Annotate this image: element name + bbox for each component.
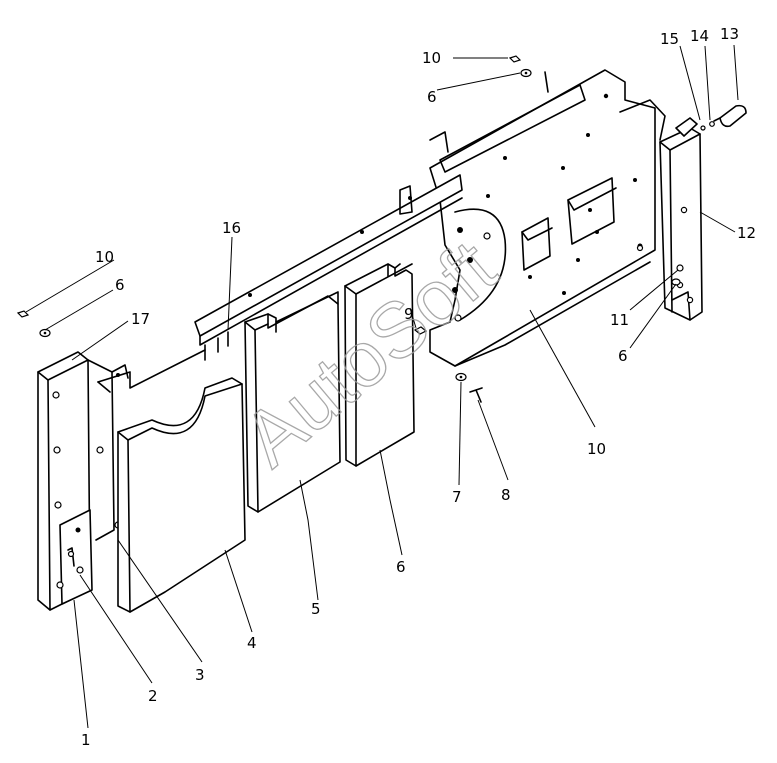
callout-12: 12: [737, 224, 756, 242]
callout-1: 1: [81, 731, 91, 749]
callout-11: 11: [610, 311, 629, 329]
callout-15: 15: [660, 30, 679, 48]
insulation-panel-6: [344, 263, 415, 467]
callout-14: 14: [690, 27, 709, 45]
callout-2: 2: [148, 687, 158, 705]
callout-6-bottom: 6: [396, 558, 406, 576]
fasteners: [16, 55, 747, 567]
callout-4: 4: [247, 634, 257, 652]
callout-6-right: 6: [618, 347, 628, 365]
callout-17: 17: [131, 310, 150, 328]
right-vertical-bracket: [659, 127, 703, 321]
lower-rail: [97, 349, 206, 393]
callout-9: 9: [404, 305, 414, 323]
main-mounting-plate: [429, 69, 666, 367]
callout-16: 16: [222, 219, 241, 237]
left-bracket-holes: [52, 391, 122, 589]
callout-6-top: 6: [427, 88, 437, 106]
leader-lines: [25, 44, 739, 729]
callout-7: 7: [452, 488, 462, 506]
callout-10-right: 10: [587, 440, 606, 458]
callout-8: 8: [501, 486, 511, 504]
callout-6-left: 6: [115, 276, 125, 294]
top-rail: [194, 174, 463, 361]
callout-5: 5: [311, 600, 321, 618]
insulation-panel-4: [117, 377, 246, 613]
callout-10-top: 10: [422, 49, 441, 67]
insulation-panel-5: [244, 291, 341, 513]
callout-13: 13: [720, 25, 739, 43]
callout-10-left: 10: [95, 248, 114, 266]
callout-3: 3: [195, 666, 205, 684]
callout-labels: 10 6 15 14 13 12 11 6 10 9 7 8 6 5 4 16 …: [81, 25, 756, 749]
